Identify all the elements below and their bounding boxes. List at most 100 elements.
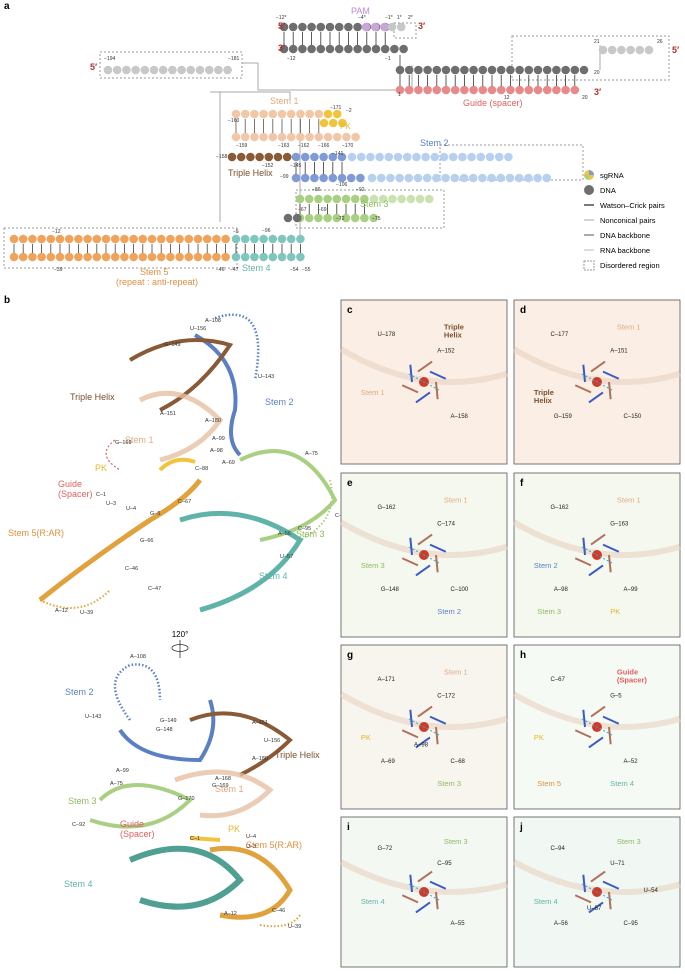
molecule-bond bbox=[582, 709, 586, 728]
molecule-bond bbox=[582, 364, 586, 383]
stem2-loop-nt bbox=[384, 152, 394, 162]
b-bot-residue: C–1 bbox=[190, 836, 200, 842]
stem2-bottom-nt bbox=[300, 173, 310, 183]
stem2-loop-b-nt bbox=[468, 173, 478, 183]
hbond bbox=[408, 883, 440, 901]
stem4-top-nt bbox=[259, 234, 268, 244]
detail-residue-label: G–159 bbox=[554, 414, 573, 420]
pam-strand-nt bbox=[316, 22, 326, 32]
stem5-top-nt bbox=[193, 234, 203, 244]
stem2-top-nt bbox=[300, 152, 310, 162]
idx-n12b: −12 bbox=[52, 229, 61, 235]
pk-ribbon-bottom bbox=[189, 836, 221, 842]
guide-nt bbox=[441, 85, 451, 95]
stem3-loop-nt bbox=[406, 194, 416, 204]
stem1-top-nt bbox=[240, 109, 250, 119]
stem5-top-nt bbox=[129, 234, 138, 244]
detail-residue-label: C–150 bbox=[624, 414, 642, 420]
stem2-loop-b-nt bbox=[441, 173, 450, 183]
b-bot-residue: U–4 bbox=[246, 834, 256, 840]
b-top-stem3: Stem 3 bbox=[296, 529, 325, 539]
disordered-left-nt bbox=[103, 65, 113, 75]
b-bot-stem5: Stem 5(R:AR) bbox=[246, 840, 302, 850]
stem1-bottom-nt bbox=[240, 132, 250, 142]
pam-strand-nt bbox=[288, 22, 298, 32]
stem1-label: Stem 1 bbox=[270, 96, 299, 106]
b-top-stem5: Stem 5(R:AR) bbox=[8, 528, 64, 538]
stem2-loop-nt bbox=[485, 152, 495, 162]
molecule-bond bbox=[588, 901, 604, 914]
idx-p21: 21 bbox=[594, 39, 600, 45]
idx-n106: −106 bbox=[336, 182, 347, 188]
idx-n194: −194 bbox=[104, 56, 115, 62]
stem3-top-nt bbox=[295, 194, 305, 204]
rna-backbone-1 bbox=[242, 62, 413, 91]
b-top-residue: U–3 bbox=[106, 501, 116, 507]
stem5-top-nt bbox=[46, 234, 56, 244]
stem4-label: Stem 4 bbox=[242, 263, 271, 273]
target-dna-nt bbox=[524, 65, 534, 75]
b-top-stem2: Stem 2 bbox=[265, 397, 294, 407]
target-dna-nt bbox=[487, 65, 497, 75]
b-bot-stem2: Stem 2 bbox=[65, 687, 94, 697]
pam-strand-nt bbox=[298, 22, 307, 32]
end-label-3-top: 3′ bbox=[418, 21, 425, 31]
stem5-bottom-nt bbox=[138, 252, 148, 262]
stem2-loop-b-nt bbox=[505, 173, 515, 183]
stem3-bottom-nt bbox=[341, 213, 351, 223]
legend-sgrna-swatch-3 bbox=[584, 175, 589, 180]
structure-bottom-residues: A–108U–143G–149G–148A–151U–156A–180A–99A… bbox=[72, 654, 301, 930]
guide-nt bbox=[395, 85, 405, 95]
stem2-loop-bottom bbox=[113, 663, 162, 721]
stem1-top-nt bbox=[250, 109, 259, 119]
stem2-loop-nt bbox=[430, 152, 440, 162]
stem5-bottom-nt bbox=[129, 252, 138, 262]
stem2-loop-nt bbox=[467, 152, 476, 162]
stem2-loop-b-nt bbox=[542, 173, 552, 183]
stem5-top-nt bbox=[156, 234, 166, 244]
idx-n181: −181 bbox=[228, 56, 239, 62]
stem5-bottom-nt bbox=[110, 252, 120, 262]
target-dna-nt bbox=[441, 65, 451, 75]
stem5-top-nt bbox=[101, 234, 111, 244]
disordered-left-nt bbox=[149, 65, 159, 75]
stem5-bottom-nt bbox=[184, 252, 194, 262]
detail-residue-label: C–95 bbox=[624, 921, 639, 927]
b-bot-residue: A–99 bbox=[116, 768, 129, 774]
guide-nt bbox=[552, 85, 561, 95]
stem5-top-nt bbox=[83, 234, 92, 244]
stem2-loop-b-nt bbox=[514, 173, 524, 183]
b-bot-residue: U–39 bbox=[288, 924, 301, 930]
pk-top-nt bbox=[323, 109, 333, 119]
panel-a: a PAM 5′ 3′ 3′ 5′ 5′ 3′ Stem 1 PK Guide … bbox=[3, 1, 679, 287]
molecule-bond bbox=[415, 564, 431, 577]
b-top-residue: A–108 bbox=[205, 318, 221, 324]
stem2-loop-b-nt bbox=[478, 173, 487, 183]
legend-nc-label: Nonconical pairs bbox=[600, 216, 656, 225]
molecule-bond bbox=[590, 533, 606, 546]
stem2-loop-nt bbox=[448, 152, 458, 162]
idx-n163: −163 bbox=[278, 143, 289, 149]
pk-top-nt bbox=[332, 109, 342, 119]
stem5-top-nt bbox=[212, 234, 221, 244]
stem4-bottom-nt bbox=[277, 252, 287, 262]
disordered-box-top-right bbox=[511, 35, 670, 81]
b-top-residue: U–143 bbox=[258, 374, 274, 380]
stem2-loop-top bbox=[214, 313, 260, 381]
idx-n12: −12 bbox=[287, 56, 296, 62]
target-dna-nt bbox=[460, 65, 469, 75]
stem3-bottom-nt bbox=[369, 213, 378, 223]
detail-region-label: Stem 4 bbox=[534, 897, 558, 906]
stem5-bottom-nt bbox=[64, 252, 74, 262]
disordered-box-pam bbox=[393, 22, 417, 39]
stem2-loop-nt bbox=[347, 152, 357, 162]
stem4-ribbon-top bbox=[179, 510, 304, 613]
b-bot-residue: C–46 bbox=[272, 908, 285, 914]
b-bot-residue: A–75 bbox=[110, 781, 123, 787]
stem2-loop-b-nt bbox=[376, 173, 386, 183]
idx-n96: −96 bbox=[262, 228, 271, 234]
stem5-top-nt bbox=[28, 234, 37, 244]
stem2-loop-nt bbox=[356, 152, 366, 162]
